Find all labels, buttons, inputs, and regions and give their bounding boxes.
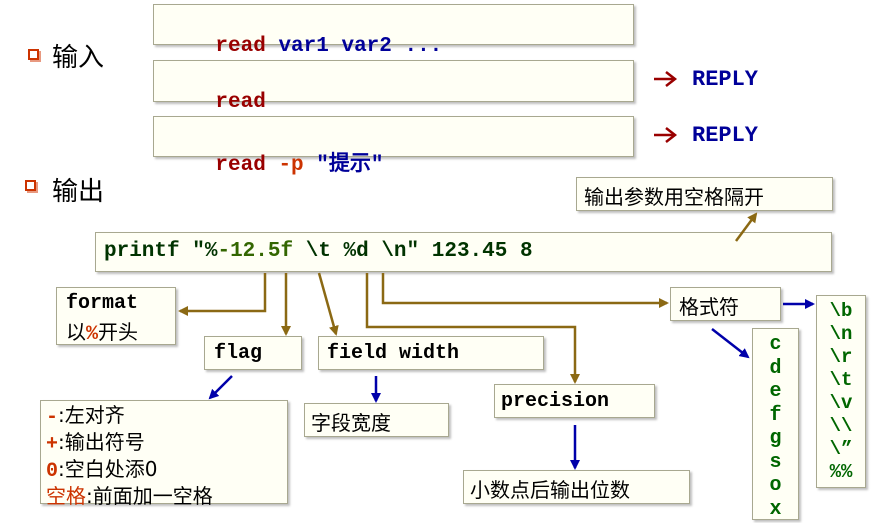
printf-flag: - [217,240,231,263]
conversion-arrow [711,328,750,359]
flag-desc-minus: -:左对齐 [46,403,125,429]
printf-box: printf "%-12.5f \t %d \n" 123.45 8 [95,232,832,272]
conv-g: g [769,427,782,450]
field-width-arrow [317,272,339,336]
printf-cmd: printf [104,240,180,263]
esc-b: \b [829,300,853,322]
conv-o: o [769,474,782,497]
precision-label: precision [501,390,610,413]
format-spec-arrow [381,273,669,308]
escape-list-box: \b \n \r \t \v \\ \” %% [816,295,866,488]
reply-arrow-1 [654,71,678,87]
format-title: format [66,292,139,315]
esc-percent: %% [829,461,853,483]
esc-quote: \” [829,438,853,460]
format-prefix: 以 [66,320,86,344]
read-option-p: -p [278,154,304,177]
field-width-box: field width [318,336,544,370]
conv-d: d [769,356,782,380]
escape-list: \b \n \r \t \v \\ \” %% [817,300,865,484]
esc-backslash: \\ [829,415,853,437]
flag-desc-zero: 0:空白处添0 [46,457,158,483]
read-prompt-box: read -p "提示" [153,116,634,177]
flag-box: flag [204,336,302,370]
flag-label: flag [214,342,263,365]
read-keyword: read [215,154,266,177]
esc-r: \r [829,346,853,368]
read-plain-box: read [153,60,634,114]
read-vars-box: read var1 var2 ... [153,4,634,58]
conv-s: s [769,450,782,474]
precision-arrow [365,273,580,384]
args-note-text: 输出参数用空格隔开 [584,185,764,209]
heading-input: 输入 [52,43,105,73]
format-box: format 以%开头 [56,287,176,346]
reply-label-2: REPLY [692,123,759,148]
format-arrow [178,273,267,316]
read-keyword: read [215,91,266,114]
printf-width: 12 [230,240,256,263]
args-note-box: 输出参数用空格隔开 [576,177,833,211]
precision-box: precision [494,384,655,418]
heading-output: 输出 [52,177,105,207]
args-note-arrow [734,212,758,242]
printf-precision: .5 [255,240,281,263]
read-keyword: read [215,35,266,58]
precision-desc: 小数点后输出位数 [470,478,630,502]
reply-arrow-2 [654,127,678,143]
printf-conv: f [280,240,294,263]
bullet-output [25,180,36,191]
format-suffix: 开头 [98,320,139,344]
conv-x: x [769,497,782,521]
conv-e: e [769,380,782,403]
flag-desc-plus: +:输出符号 [46,430,145,456]
field-width-desc-box: 字段宽度 [304,403,449,437]
flag-desc-space: 空格:前面加一空格 [46,484,213,508]
format-percent: % [86,323,99,346]
printf-quote: " [192,240,205,263]
printf-args: 123.45 8 [419,240,533,263]
precision-desc-box: 小数点后输出位数 [463,470,690,504]
esc-t: \t [829,369,853,391]
flag-desc-box: -:左对齐 +:输出符号 0:空白处添0 空格:前面加一空格 [40,400,288,508]
format-spec-label: 格式符 [679,295,739,319]
read-prompt-string: "提示" [316,154,384,177]
conv-f: f [769,403,782,427]
printf-rest: \t %d \n" [293,240,420,263]
reply-label-1: REPLY [692,67,759,92]
field-width-desc: 字段宽度 [311,411,391,435]
format-spec-box: 格式符 [670,287,781,321]
esc-v: \v [829,392,853,414]
conversion-list-box: c d e f g s o x [752,328,799,521]
conversion-list: c d e f g s o x [753,333,798,521]
field-width-label: field width [327,342,460,365]
esc-n: \n [829,323,853,345]
read-args: var1 var2 ... [278,35,443,58]
bullet-input [28,49,39,60]
flag-desc-arrow [208,375,233,400]
conv-c: c [769,333,782,356]
printf-percent: % [204,240,218,263]
